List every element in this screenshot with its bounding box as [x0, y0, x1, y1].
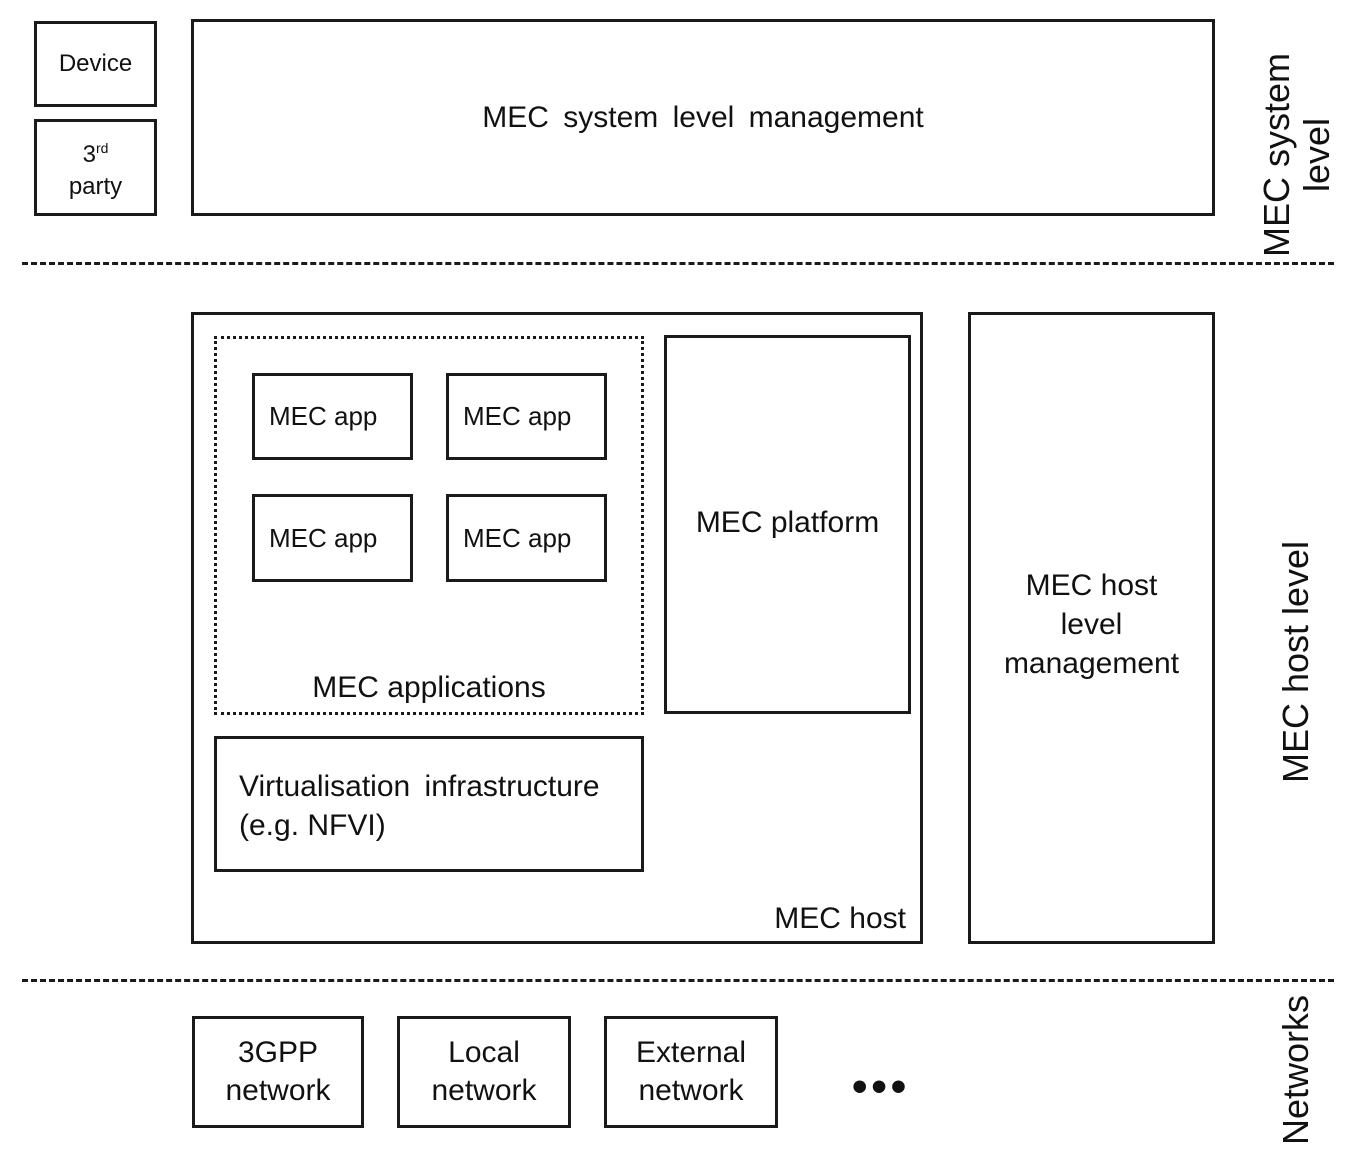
- mec-app-label: MEC app: [463, 522, 572, 553]
- mec-host-label: MEC host: [774, 902, 906, 935]
- mec-applications-group: [214, 336, 644, 715]
- device-box: Device: [34, 21, 157, 107]
- system-host-divider: [22, 262, 1334, 265]
- more-networks-ellipsis: •••: [852, 1062, 911, 1111]
- mec-app-label: MEC app: [269, 401, 378, 431]
- networks-side-label: Networks: [1275, 994, 1316, 1146]
- mec-app-label: MEC app: [463, 401, 572, 431]
- mec-app-box-4: MEC app: [446, 494, 607, 582]
- mec-app-box-3: MEC app: [252, 494, 413, 582]
- mec-applications-label: MEC applications: [312, 671, 546, 704]
- system-level-management-box: MEC system level management: [191, 19, 1215, 216]
- mec-platform-label: MEC platform: [695, 506, 880, 539]
- mec-app-box-2: MEC app: [446, 373, 607, 460]
- third-party-word: party: [68, 173, 123, 200]
- third-party-ordinal: 3rd: [82, 140, 109, 168]
- system-level-management-label: MEC system level management: [482, 101, 924, 134]
- mec-app-label: MEC app: [269, 522, 378, 553]
- system-level-side-label: MEC system level: [1256, 53, 1337, 258]
- host-level-side-label: MEC host level: [1275, 540, 1316, 784]
- device-label: Device: [58, 50, 133, 77]
- mec-app-box-1: MEC app: [252, 373, 413, 460]
- virtualisation-line-1: Virtualisation infrastructure: [239, 770, 600, 803]
- virtualisation-line-2: (e.g. NFVI): [239, 809, 386, 842]
- third-party-box: 3rd party: [34, 119, 157, 216]
- network-3gpp-box: 3GPP network: [192, 1016, 364, 1128]
- mec-platform-box: MEC platform: [664, 335, 911, 714]
- virtualisation-infrastructure-box: Virtualisation infrastructure (e.g. NFVI…: [214, 736, 644, 872]
- host-level-management-box: MEC host level management: [968, 312, 1215, 944]
- network-external-box: External network: [604, 1016, 778, 1128]
- network-local-box: Local network: [397, 1016, 571, 1128]
- host-networks-divider: [22, 979, 1334, 982]
